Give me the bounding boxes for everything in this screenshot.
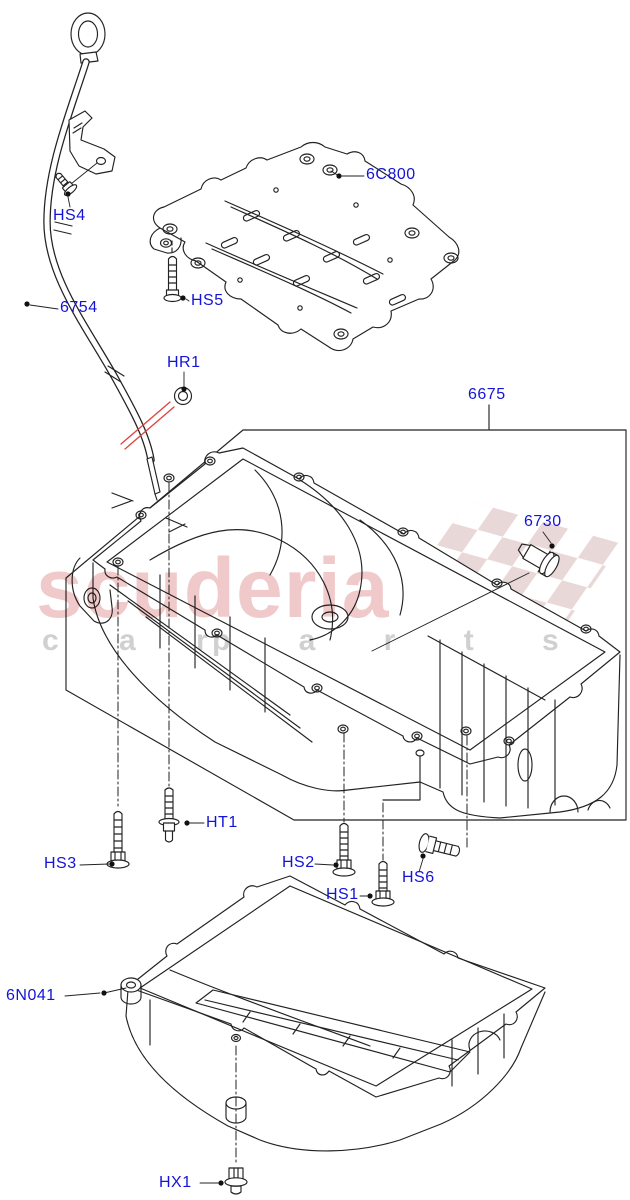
screw-hx1 (224, 1167, 248, 1195)
part-label-6675[interactable]: 6675 (468, 386, 506, 403)
part-label-hs1[interactable]: HS1 (326, 886, 359, 903)
part-label-6n041[interactable]: 6N041 (6, 987, 56, 1004)
part-label-6754[interactable]: 6754 (60, 299, 98, 316)
centerlines (117, 482, 468, 1163)
part-label-hx1[interactable]: HX1 (159, 1174, 192, 1191)
bolt-hs1 (371, 860, 395, 907)
oring-hr1 (173, 386, 193, 406)
part-label-hs4[interactable]: HS4 (53, 207, 86, 224)
part-label-hs3[interactable]: HS3 (44, 855, 77, 872)
drain-plug-6730 (371, 543, 560, 652)
part-label-ht1[interactable]: HT1 (206, 814, 238, 831)
dipstick-drawing (43, 12, 161, 501)
part-box-6675 (65, 404, 627, 821)
leader-bracket-hs1 (382, 756, 421, 801)
part-label-6730[interactable]: 6730 (524, 513, 562, 530)
leader-lines (29, 170, 552, 1184)
bolt-hs3 (106, 810, 130, 869)
stud-ht1 (158, 787, 180, 843)
part-label-hs6[interactable]: HS6 (402, 869, 435, 886)
bolt-hs5 (163, 239, 182, 303)
bolt-hs4 (55, 172, 78, 196)
bolt-hs6 (418, 833, 460, 857)
lower-tray-drawing (120, 875, 546, 1152)
red-highlight-lines (120, 401, 175, 450)
baffle-plate-drawing (149, 141, 460, 352)
leader-dots (24, 173, 555, 1186)
part-label-hs5[interactable]: HS5 (191, 292, 224, 309)
bolt-hs2 (332, 822, 356, 877)
part-label-hr1[interactable]: HR1 (167, 354, 201, 371)
part-label-hs2[interactable]: HS2 (282, 854, 315, 871)
part-label-6c800[interactable]: 6C800 (366, 166, 416, 183)
oil-pan-drawing (71, 447, 621, 819)
